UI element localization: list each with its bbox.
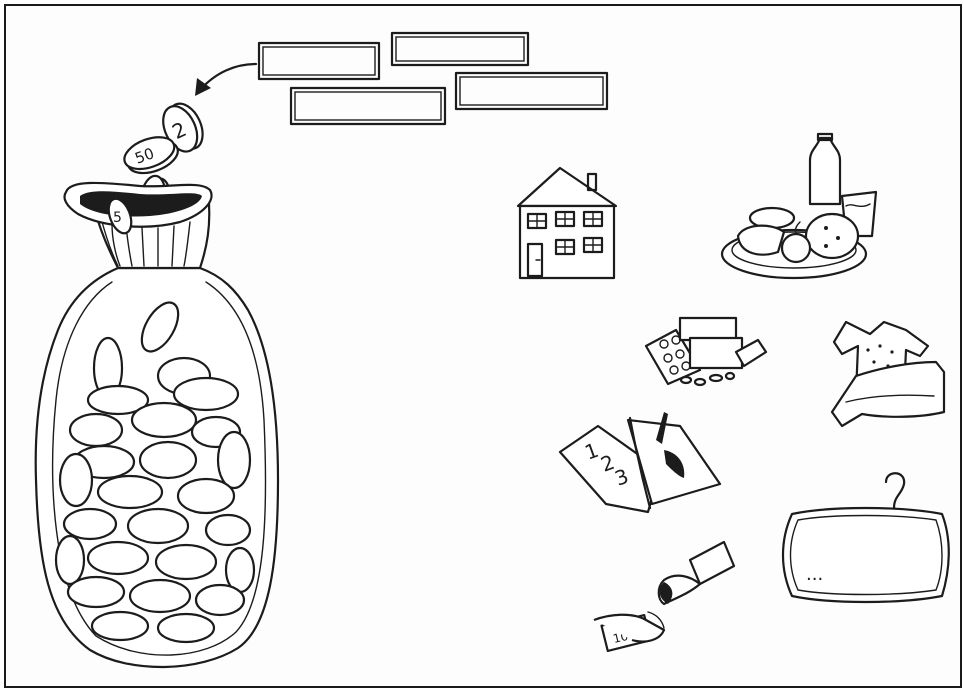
money-jar-icon: 5 (36, 183, 278, 667)
hanging-sign-icon: ... (783, 473, 949, 602)
empty-label-box-4 (456, 73, 607, 109)
clothes-icon (832, 322, 944, 426)
coin-numeral: 5 (113, 210, 122, 226)
medicine-icon (646, 318, 766, 385)
empty-label-box-2 (392, 33, 528, 65)
notebook-icon: 1 2 3 (560, 412, 720, 512)
empty-label-box-1 (259, 43, 379, 79)
arrow-icon (195, 64, 256, 96)
empty-label-box-3 (291, 88, 445, 124)
payment-hands-icon: 10 (594, 542, 734, 651)
house-icon (518, 168, 616, 278)
food-plate-icon (722, 134, 876, 278)
label-boxes (259, 33, 607, 124)
sign-text: ... (806, 564, 823, 585)
